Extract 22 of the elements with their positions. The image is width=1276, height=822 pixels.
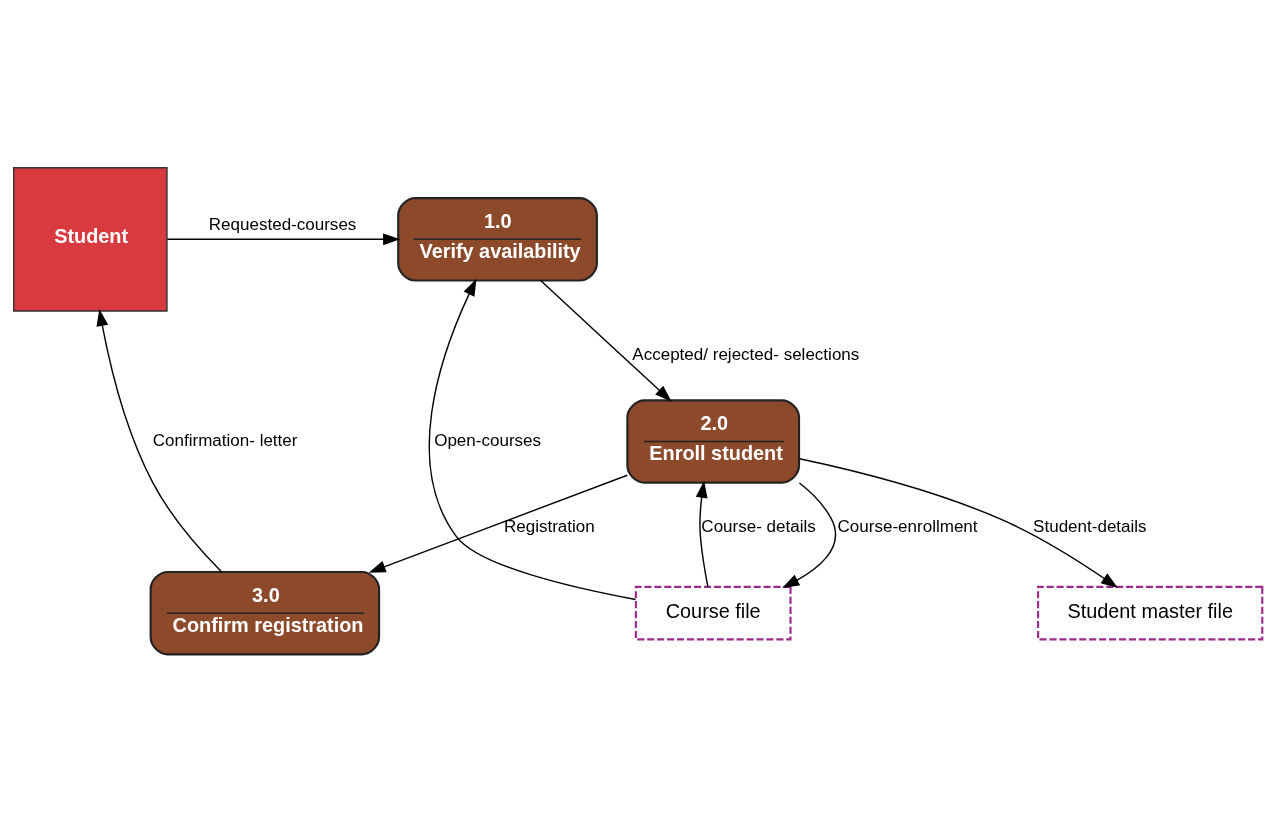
edge-label: Accepted/ rejected- selections (632, 345, 860, 365)
node-box: Student (13, 166, 168, 312)
node-box: 3.0 Confirm registration (149, 570, 381, 656)
arrow (428, 278, 637, 601)
edge-label: Confirmation- letter (152, 430, 298, 450)
arrow (695, 480, 709, 588)
edge-label: Registration (503, 516, 595, 536)
arrow (368, 474, 628, 573)
node-box: Course file (634, 585, 792, 641)
arrow (782, 482, 837, 588)
edge-label: Open-courses (434, 430, 542, 450)
node-box: 1.0 Verify availability (397, 197, 598, 282)
node-box: Student master file (1037, 585, 1264, 641)
edge-label: Requested-courses (208, 215, 357, 235)
edge-label: Course-enrollment (837, 516, 978, 536)
arrow (166, 233, 401, 246)
arrow (96, 308, 223, 573)
arrow (798, 458, 1118, 588)
edge-label: Course- details (701, 516, 816, 536)
edge-label: Student-details (1033, 516, 1147, 536)
node-box: 2.0 Enroll student (626, 399, 801, 484)
arrow (539, 279, 672, 402)
